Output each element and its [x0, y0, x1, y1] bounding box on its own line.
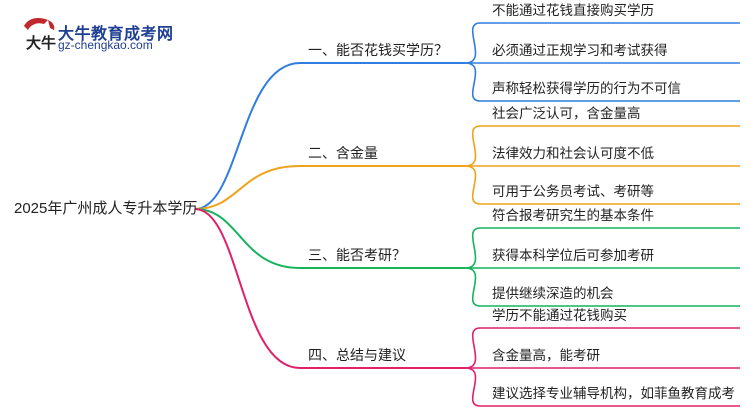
logo-site-url: gz-chengkao.com — [58, 38, 153, 52]
leaf-topic-3-2: 获得本科学位后可参加考研 — [492, 247, 654, 263]
branch-connector-4 — [194, 208, 301, 369]
leaf-topic-3-1: 符合报考研究生的基本条件 — [492, 207, 654, 223]
leaf-connector-1-1 — [464, 22, 481, 64]
branch-topic-2: 二、含金量 — [308, 145, 378, 161]
leaf-topic-4-1: 学历不能通过花钱购买 — [492, 308, 627, 323]
branch-connector-2 — [194, 165, 301, 210]
branch-topic-1: 一、能否花钱买学历？ — [308, 42, 448, 58]
branch-topic-3: 三、能否考研？ — [308, 247, 406, 263]
leaf-topic-1-2: 必须通过正规学习和考试获得 — [492, 42, 668, 58]
leaf-topic-1-1: 不能通过花钱直接购买学历 — [492, 2, 654, 18]
bull-logo-icon: 大牛 — [24, 18, 56, 52]
site-logo[interactable]: 大牛 大牛教育成考网 gz-chengkao.com — [18, 16, 218, 56]
leaf-connector-2-1 — [464, 125, 481, 167]
logo-site-name: 大牛教育成考网 — [58, 26, 174, 43]
leaf-topic-1-3: 声称轻松获得学历的行为不可信 — [492, 80, 681, 96]
leaf-connector-4-1 — [464, 327, 481, 369]
branch-connector-1 — [194, 62, 301, 210]
leaf-topic-2-1: 社会广泛认可，含金量高 — [492, 105, 641, 121]
leaf-connector-2-3 — [464, 165, 481, 205]
branch-topic-4: 四、总结与建议 — [308, 347, 406, 363]
leaf-connector-1-3 — [464, 62, 481, 102]
leaf-connector-4-3 — [464, 367, 481, 407]
leaf-connector-3-1 — [464, 227, 481, 269]
leaf-topic-4-2: 含金量高，能考研 — [492, 347, 600, 363]
leaf-topic-3-3: 提供继续深造的机会 — [492, 286, 614, 301]
leaf-topic-4-3: 建议选择专业辅导机构，如菲鱼教育成考 — [492, 385, 735, 401]
branch-connector-3 — [194, 208, 301, 269]
leaf-topic-2-2: 法律效力和社会认可度不低 — [492, 146, 654, 161]
root-topic: 2025年广州成人专升本学历 — [14, 200, 197, 217]
leaf-connector-3-3 — [464, 267, 481, 307]
leaf-topic-2-3: 可用于公务员考试、考研等 — [492, 183, 654, 199]
svg-text:大牛: 大牛 — [26, 34, 56, 52]
